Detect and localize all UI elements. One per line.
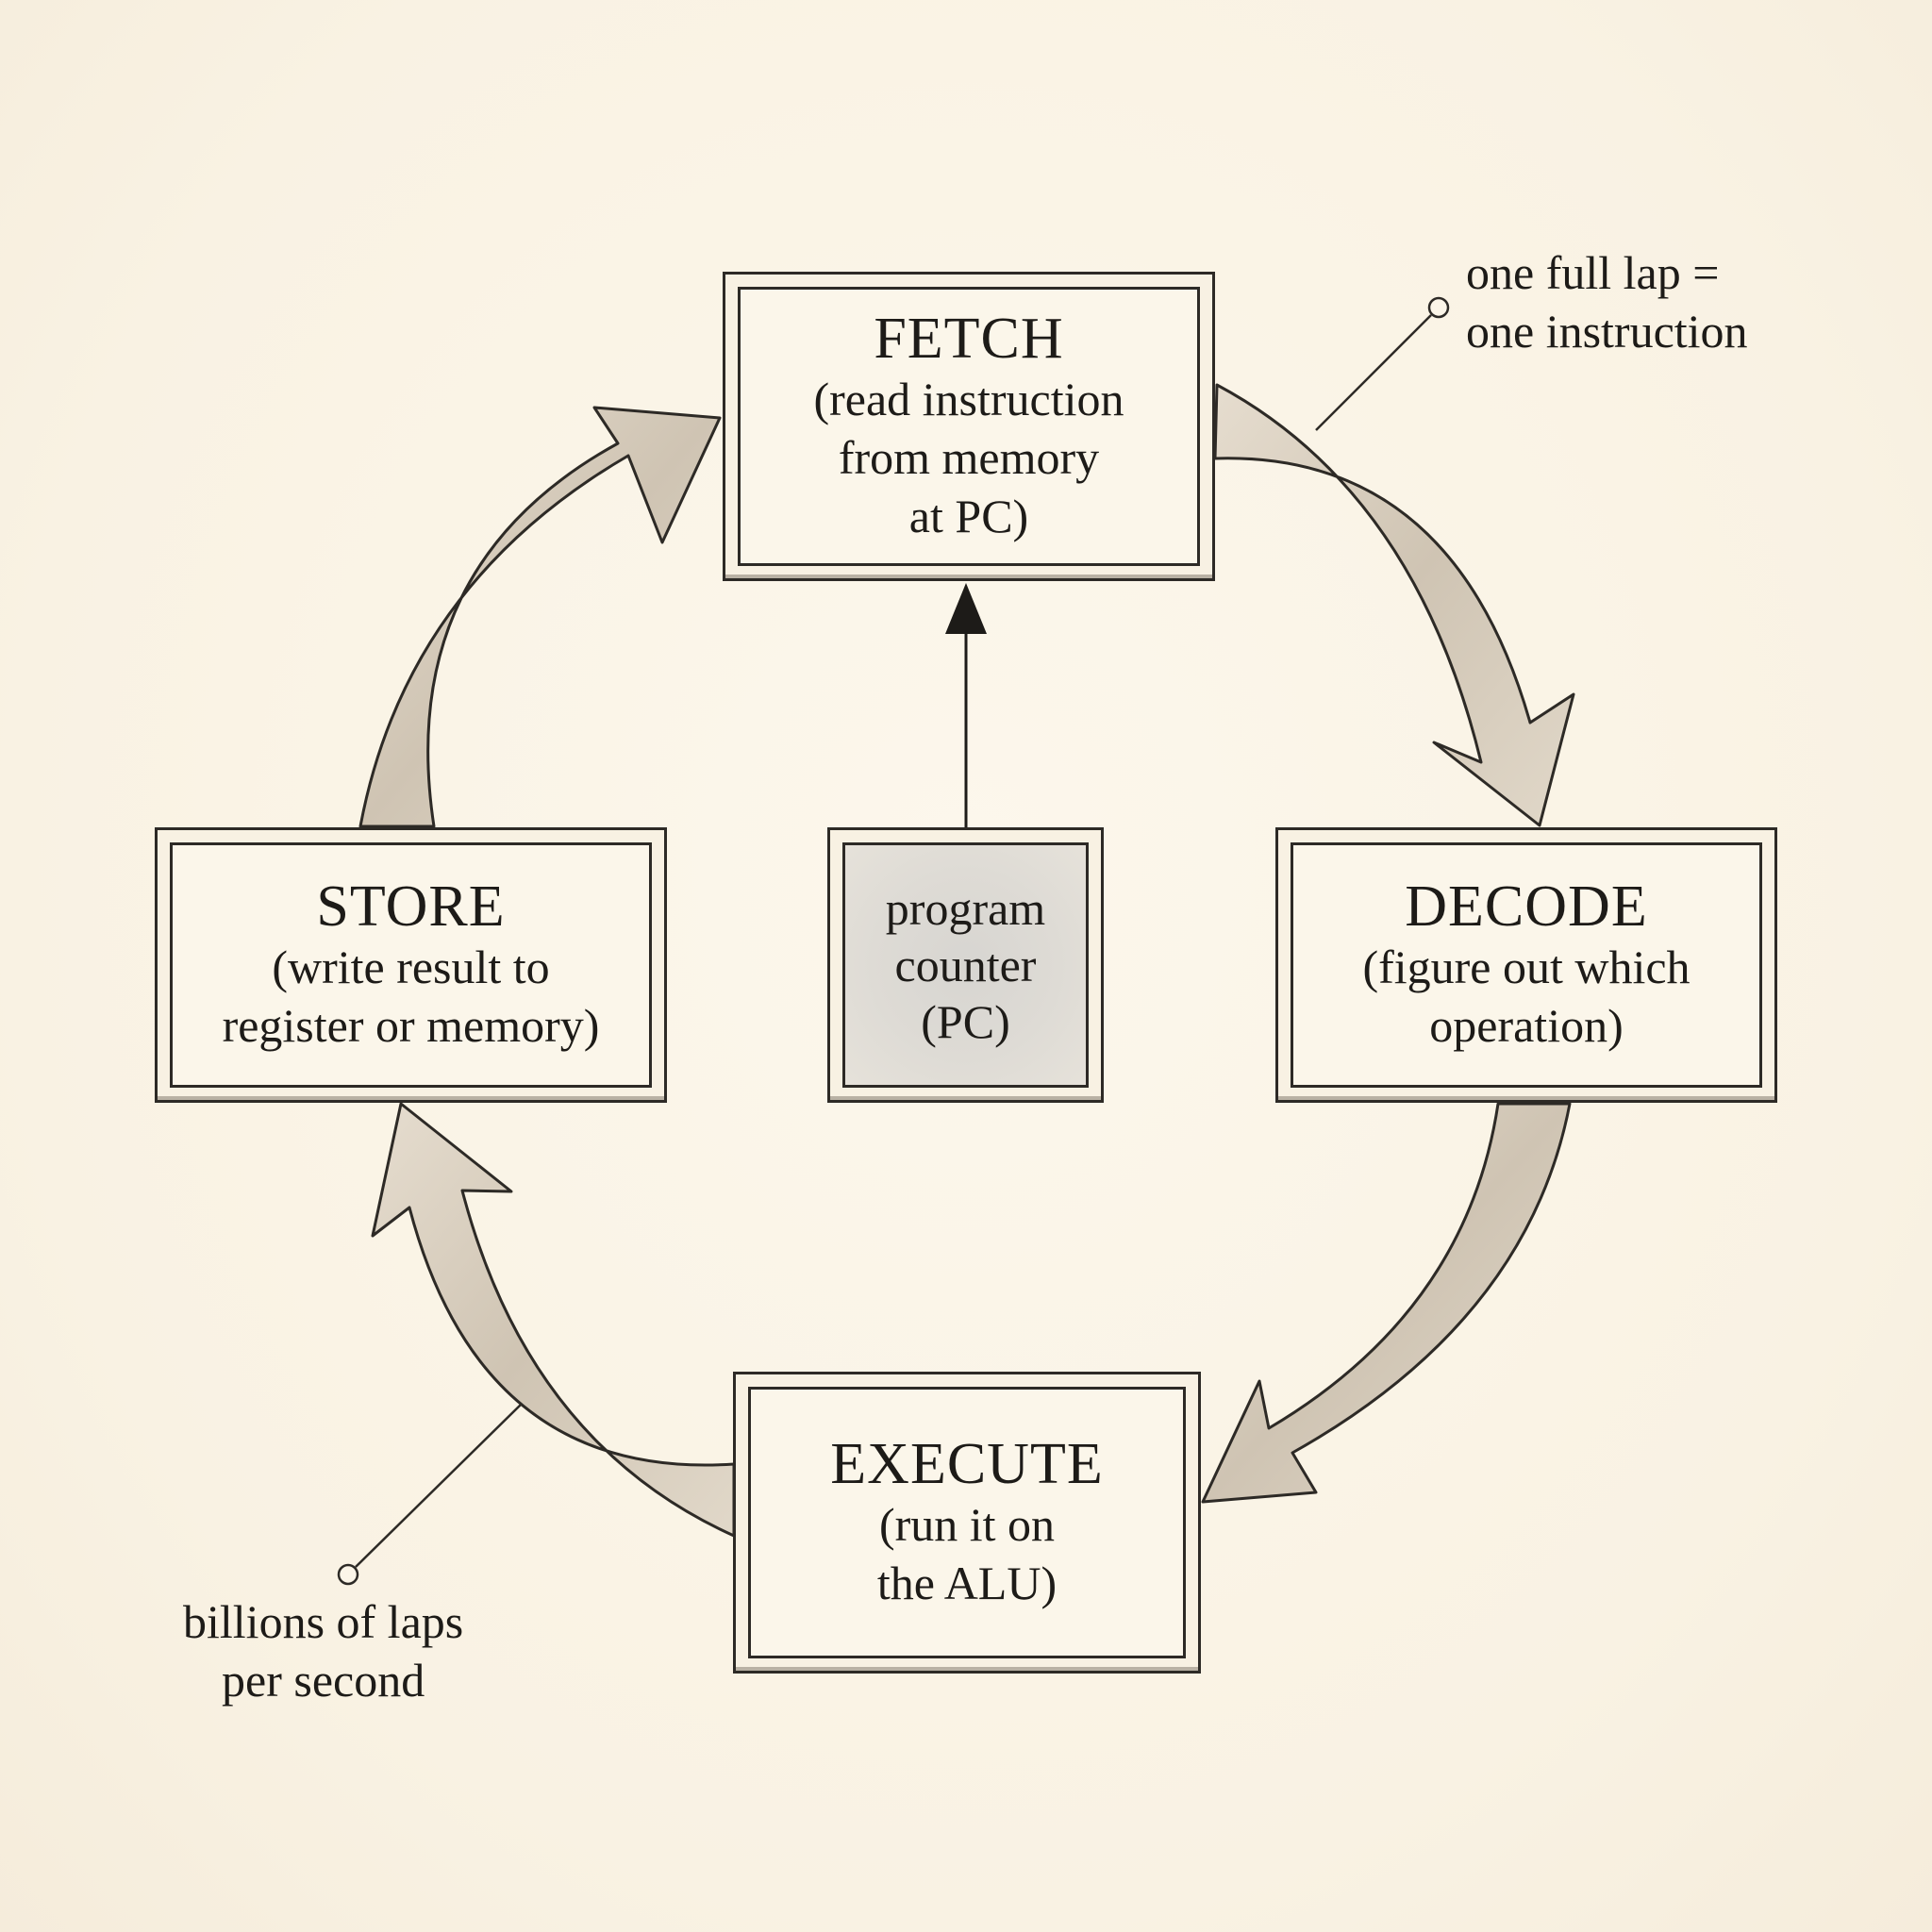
leader-lap-dot bbox=[1427, 296, 1450, 319]
program-counter-box: program counter (PC) bbox=[827, 827, 1104, 1103]
fetch-desc-line-3: at PC) bbox=[908, 490, 1029, 542]
annotation-speed-line-2: per second bbox=[222, 1654, 425, 1707]
leader-speed bbox=[355, 1403, 523, 1568]
arrow-pc-to-fetch-head bbox=[945, 583, 987, 634]
fetch-box: FETCH (read instruction from memory at P… bbox=[723, 272, 1215, 581]
arrow-execute-to-store bbox=[371, 1102, 736, 1538]
fetch-desc-line-2: from memory bbox=[838, 431, 1100, 484]
decode-title: DECODE bbox=[1405, 874, 1648, 939]
arrow-store-to-fetch bbox=[358, 406, 722, 828]
store-desc-line-1: (write result to bbox=[272, 941, 550, 993]
arrow-fetch-to-decode bbox=[1213, 383, 1575, 827]
decode-desc-line-2: operation) bbox=[1429, 999, 1624, 1052]
decode-desc-line-1: (figure out which bbox=[1362, 941, 1690, 993]
execute-box: EXECUTE (run it on the ALU) bbox=[733, 1372, 1201, 1674]
store-title: STORE bbox=[316, 874, 506, 939]
fetch-title: FETCH bbox=[874, 307, 1064, 371]
pc-line-3: (PC) bbox=[921, 995, 1010, 1048]
decode-box: DECODE (figure out which operation) bbox=[1275, 827, 1777, 1103]
annotation-speed: billions of laps per second bbox=[183, 1592, 463, 1709]
decode-box-inner: DECODE (figure out which operation) bbox=[1291, 842, 1762, 1088]
store-desc-line-2: register or memory) bbox=[222, 999, 600, 1052]
arrow-decode-to-execute bbox=[1201, 1102, 1572, 1504]
pc-line-2: counter bbox=[894, 939, 1037, 991]
annotation-lap-line-1: one full lap = bbox=[1466, 246, 1720, 299]
store-box-inner: STORE (write result to register or memor… bbox=[170, 842, 652, 1088]
execute-desc-line-1: (run it on bbox=[878, 1498, 1056, 1551]
fetch-box-inner: FETCH (read instruction from memory at P… bbox=[738, 287, 1200, 566]
execute-desc-line-2: the ALU) bbox=[876, 1557, 1058, 1609]
annotation-speed-line-1: billions of laps bbox=[183, 1595, 464, 1648]
annotation-lap-line-2: one instruction bbox=[1466, 305, 1748, 358]
program-counter-box-inner: program counter (PC) bbox=[842, 842, 1089, 1088]
leader-speed-dot bbox=[337, 1563, 359, 1586]
execute-title: EXECUTE bbox=[830, 1432, 1104, 1496]
leader-lap bbox=[1315, 314, 1432, 431]
fetch-desc-line-1: (read instruction bbox=[813, 373, 1124, 425]
annotation-lap: one full lap = one instruction bbox=[1466, 243, 1748, 360]
execute-box-inner: EXECUTE (run it on the ALU) bbox=[748, 1387, 1186, 1658]
store-box: STORE (write result to register or memor… bbox=[155, 827, 667, 1103]
pc-line-1: program bbox=[885, 882, 1046, 935]
